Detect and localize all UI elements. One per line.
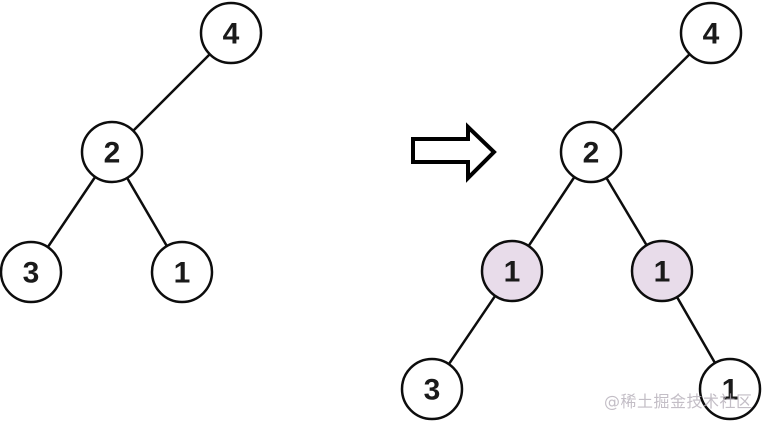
- after-tree-node-3: 3: [400, 357, 464, 421]
- tree-node-circle: [199, 1, 263, 65]
- tree-node-circle: [400, 357, 464, 421]
- before-tree-node-3: 3: [0, 240, 63, 304]
- tree-node-value: 1: [722, 374, 739, 407]
- tree-node-value: 4: [703, 18, 720, 51]
- tree-node-value: 2: [104, 137, 121, 170]
- tree-node-value: 3: [424, 374, 441, 407]
- tree-node-circle: [679, 1, 743, 65]
- tree-node-circle: [559, 120, 623, 184]
- before-tree-node-4: 4: [199, 1, 263, 65]
- after-tree-node-1: 1: [698, 357, 762, 421]
- tree-node-circle: [630, 239, 694, 303]
- tree-node-circle: [480, 239, 544, 303]
- right-arrow-icon: [411, 122, 497, 183]
- tree-node-circle: [150, 240, 214, 304]
- tree-node-value: 1: [504, 256, 521, 289]
- after-tree-node-2: 2: [559, 120, 623, 184]
- after-tree-node-4: 4: [679, 1, 743, 65]
- before-tree-node-1: 1: [150, 240, 214, 304]
- after-tree-node-1: 1: [480, 239, 544, 303]
- tree-node-value: 3: [23, 257, 40, 290]
- tree-node-value: 4: [223, 18, 240, 51]
- tree-node-value: 1: [174, 257, 191, 290]
- tree-node-circle: [698, 357, 762, 421]
- tree-node-value: 2: [583, 137, 600, 170]
- after-tree-node-1: 1: [630, 239, 694, 303]
- tree-node-circle: [80, 120, 144, 184]
- before-tree-node-2: 2: [80, 120, 144, 184]
- tree-node-circle: [0, 240, 63, 304]
- tree-node-value: 1: [654, 256, 671, 289]
